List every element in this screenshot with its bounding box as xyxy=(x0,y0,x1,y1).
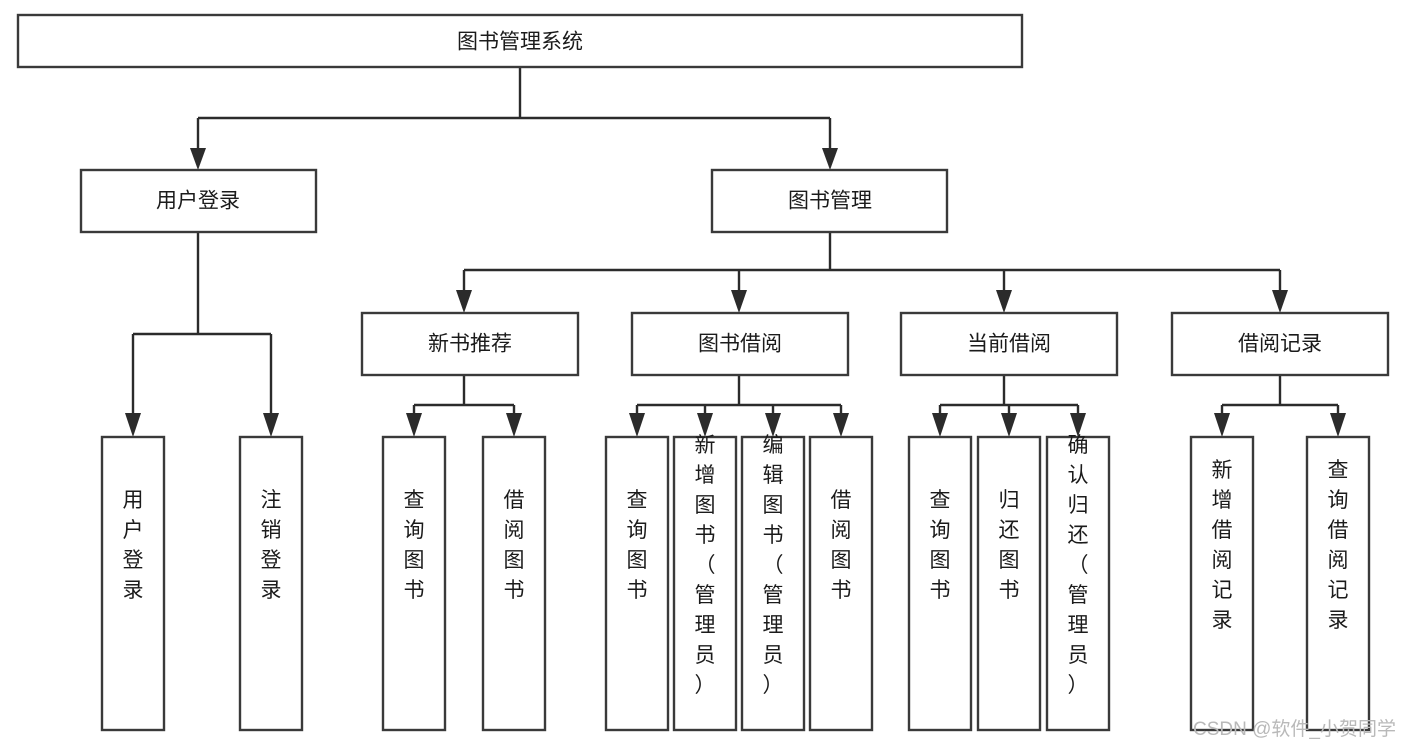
leaf-node-user-login-signin[interactable]: 用户登录 xyxy=(100,435,166,732)
edges-book-mgmt-to-level3 xyxy=(456,232,1288,313)
arrowhead-bb-leaf-1 xyxy=(629,413,645,437)
arrowhead-cb-leaf-1 xyxy=(932,413,948,437)
leaf-node-nbr-query-book[interactable]: 查询图书 xyxy=(381,435,447,732)
leaf-node-bb-edit-book-box[interactable] xyxy=(740,435,806,732)
node-book-management-box[interactable] xyxy=(710,168,949,234)
arrowhead-nbr-leaf-2 xyxy=(506,413,522,437)
edges-new-book-recommend-to-leaves xyxy=(406,375,522,437)
leaf-node-br-add-record-box[interactable] xyxy=(1189,435,1255,732)
arrowhead-leaf-user-login xyxy=(125,413,141,437)
leaf-node-nbr-query-book-box[interactable] xyxy=(381,435,447,732)
node-current-borrow[interactable]: 当前借阅 xyxy=(899,311,1119,377)
leaf-node-nbr-query-book-label: 查询图书 xyxy=(404,489,425,602)
arrowhead-br-leaf-2 xyxy=(1330,413,1346,437)
node-new-book-recommend-box[interactable] xyxy=(360,311,580,377)
arrowhead-br-leaf-1 xyxy=(1214,413,1230,437)
node-user-login[interactable]: 用户登录 xyxy=(79,168,318,234)
arrowhead-current-borrow xyxy=(996,290,1012,313)
edges-root-to-level2 xyxy=(190,67,838,170)
leaf-node-user-login-logout-label: 注销登录 xyxy=(261,489,282,602)
edges-book-borrow-to-leaves xyxy=(629,375,849,437)
leaf-node-bb-add-book[interactable]: 新增图书（管理员） xyxy=(672,434,738,732)
arrowhead-cb-leaf-3 xyxy=(1070,413,1086,437)
node-book-borrow-box[interactable] xyxy=(630,311,850,377)
csdn-watermark: CSDN @软件_小贺同学 xyxy=(1193,718,1396,740)
arrowhead-borrow-record xyxy=(1272,290,1288,313)
node-borrow-record[interactable]: 借阅记录 xyxy=(1170,311,1390,377)
edges-borrow-record-to-leaves xyxy=(1214,375,1346,437)
node-root-system[interactable]: 图书管理系统 xyxy=(16,13,1024,69)
edges-user-login-to-leaves xyxy=(125,232,279,437)
arrowhead-new-book-recommend xyxy=(456,290,472,313)
leaf-node-cb-confirm-return-box[interactable] xyxy=(1045,435,1111,732)
arrowhead-leaf-logout xyxy=(263,413,279,437)
node-user-login-label: 用户登录 xyxy=(156,190,240,213)
leaf-node-bb-query-book[interactable]: 查询图书 xyxy=(604,435,670,732)
leaf-node-bb-borrow-book[interactable]: 借阅图书 xyxy=(808,435,874,732)
leaf-node-br-query-record-box[interactable] xyxy=(1305,435,1371,732)
node-new-book-recommend[interactable]: 新书推荐 xyxy=(360,311,580,377)
leaf-node-user-login-logout-box[interactable] xyxy=(238,435,304,732)
node-user-login-box[interactable] xyxy=(79,168,318,234)
leaf-node-br-add-record-label: 新增借阅记录 xyxy=(1212,459,1233,632)
node-book-borrow-label: 图书借阅 xyxy=(698,333,782,356)
arrowhead-nbr-leaf-1 xyxy=(406,413,422,437)
leaf-node-bb-borrow-book-label: 借阅图书 xyxy=(831,489,852,602)
leaf-node-cb-confirm-return-label: 确认归还（管理员） xyxy=(1068,434,1089,697)
node-new-book-recommend-label: 新书推荐 xyxy=(428,333,512,356)
leaf-node-bb-edit-book[interactable]: 编辑图书（管理员） xyxy=(740,434,806,732)
edges-current-borrow-to-leaves xyxy=(932,375,1086,437)
node-current-borrow-box[interactable] xyxy=(899,311,1119,377)
arrowhead-cb-leaf-2 xyxy=(1001,413,1017,437)
arrowhead-bb-leaf-3 xyxy=(765,413,781,437)
leaf-node-user-login-signin-box[interactable] xyxy=(100,435,166,732)
leaf-node-cb-confirm-return[interactable]: 确认归还（管理员） xyxy=(1045,434,1111,732)
node-current-borrow-label: 当前借阅 xyxy=(967,333,1051,356)
leaf-node-bb-edit-book-label: 编辑图书（管理员） xyxy=(763,434,784,697)
leaf-node-bb-add-book-box[interactable] xyxy=(672,435,738,732)
arrowhead-user-login xyxy=(190,148,206,170)
node-borrow-record-label: 借阅记录 xyxy=(1238,333,1322,356)
arrowhead-book-borrow xyxy=(731,290,747,313)
leaf-node-cb-query-book-label: 查询图书 xyxy=(930,489,951,602)
arrowhead-bb-leaf-4 xyxy=(833,413,849,437)
leaf-node-user-login-logout[interactable]: 注销登录 xyxy=(238,435,304,732)
leaf-node-user-login-signin-label: 用户登录 xyxy=(123,489,144,602)
leaf-node-br-query-record[interactable]: 查询借阅记录 xyxy=(1305,435,1371,732)
node-book-management-label: 图书管理 xyxy=(788,190,872,213)
leaf-node-cb-query-book-box[interactable] xyxy=(907,435,973,732)
leaf-node-bb-borrow-book-box[interactable] xyxy=(808,435,874,732)
arrowhead-bb-leaf-2 xyxy=(697,413,713,437)
leaf-node-nbr-borrow-book-box[interactable] xyxy=(481,435,547,732)
node-book-management[interactable]: 图书管理 xyxy=(710,168,949,234)
leaf-node-cb-return-book-label: 归还图书 xyxy=(999,489,1020,602)
leaf-node-br-add-record[interactable]: 新增借阅记录 xyxy=(1189,435,1255,732)
node-root-system-box[interactable] xyxy=(16,13,1024,69)
leaf-node-cb-query-book[interactable]: 查询图书 xyxy=(907,435,973,732)
leaf-node-nbr-borrow-book[interactable]: 借阅图书 xyxy=(481,435,547,732)
leaf-node-cb-return-book-box[interactable] xyxy=(976,435,1042,732)
node-root-system-label: 图书管理系统 xyxy=(457,31,583,54)
leaf-node-bb-add-book-label: 新增图书（管理员） xyxy=(695,434,716,697)
leaf-node-nbr-borrow-book-label: 借阅图书 xyxy=(504,489,525,602)
arrowhead-book-mgmt xyxy=(822,148,838,170)
node-book-borrow[interactable]: 图书借阅 xyxy=(630,311,850,377)
leaf-node-cb-return-book[interactable]: 归还图书 xyxy=(976,435,1042,732)
leaf-node-br-query-record-label: 查询借阅记录 xyxy=(1328,459,1349,632)
node-borrow-record-box[interactable] xyxy=(1170,311,1390,377)
leaf-node-bb-query-book-box[interactable] xyxy=(604,435,670,732)
leaf-node-bb-query-book-label: 查询图书 xyxy=(627,489,648,602)
